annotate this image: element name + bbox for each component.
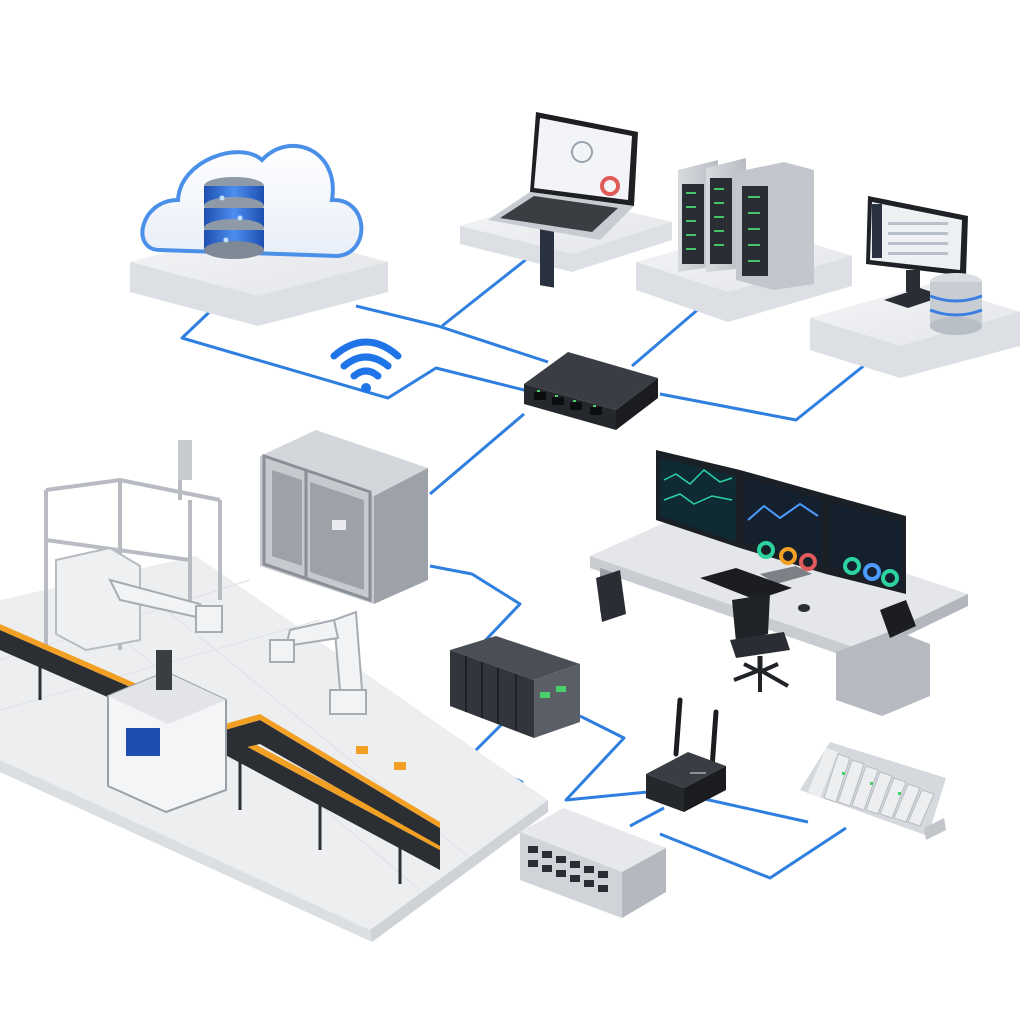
cable-cabinet-plc [429, 564, 522, 648]
plc-rack-node [450, 636, 580, 738]
monitor-database-node [810, 196, 1020, 378]
laptop-node [460, 112, 672, 288]
cloud-database-icon [140, 143, 364, 259]
legend-color: #2f7fe0 [0, 0, 1, 1]
switch-16port-icon [520, 808, 666, 918]
cable-plc-router [564, 714, 649, 802]
cable-cloud-left [180, 298, 533, 400]
cloud-database-node [130, 143, 388, 326]
factory-floor-node [0, 440, 548, 942]
cable-router-io [699, 796, 809, 824]
server-rack-icon [678, 158, 814, 290]
plc-icon [450, 636, 580, 738]
cable-servers-switch [631, 304, 703, 368]
cable-switch-io [659, 826, 847, 880]
cable-cloud-switch [355, 304, 549, 364]
production-line-icon [0, 440, 440, 884]
control-cabinet-node [260, 430, 428, 604]
robot-arm-left-icon [108, 578, 223, 633]
robot-arm-icon [269, 610, 367, 715]
multi-monitor-desk-icon [590, 450, 968, 716]
cable-group [180, 256, 877, 880]
desktop-database-icon [866, 196, 983, 335]
cable-laptop-switch [441, 256, 529, 328]
electrical-cabinet-icon [260, 430, 428, 604]
cable-monitor-switch [659, 354, 877, 422]
cellular-router-node [646, 697, 726, 812]
office-chair-icon [730, 594, 790, 692]
router-antenna-icon [646, 697, 726, 812]
cable-router-switch [629, 806, 665, 828]
laptop-icon [488, 112, 638, 288]
server-racks-node [636, 158, 852, 322]
wifi-icon [330, 338, 402, 393]
io-module-node [800, 742, 946, 840]
network-switch-node [524, 352, 658, 430]
cable-switch-cabinet [429, 412, 525, 496]
industrial-switch-node [520, 808, 666, 918]
network-switch-icon [524, 352, 658, 430]
io-module-icon [800, 742, 946, 840]
node-legend: #2f7fe0 [0, 0, 1, 1]
operator-workstation-node [590, 450, 968, 716]
